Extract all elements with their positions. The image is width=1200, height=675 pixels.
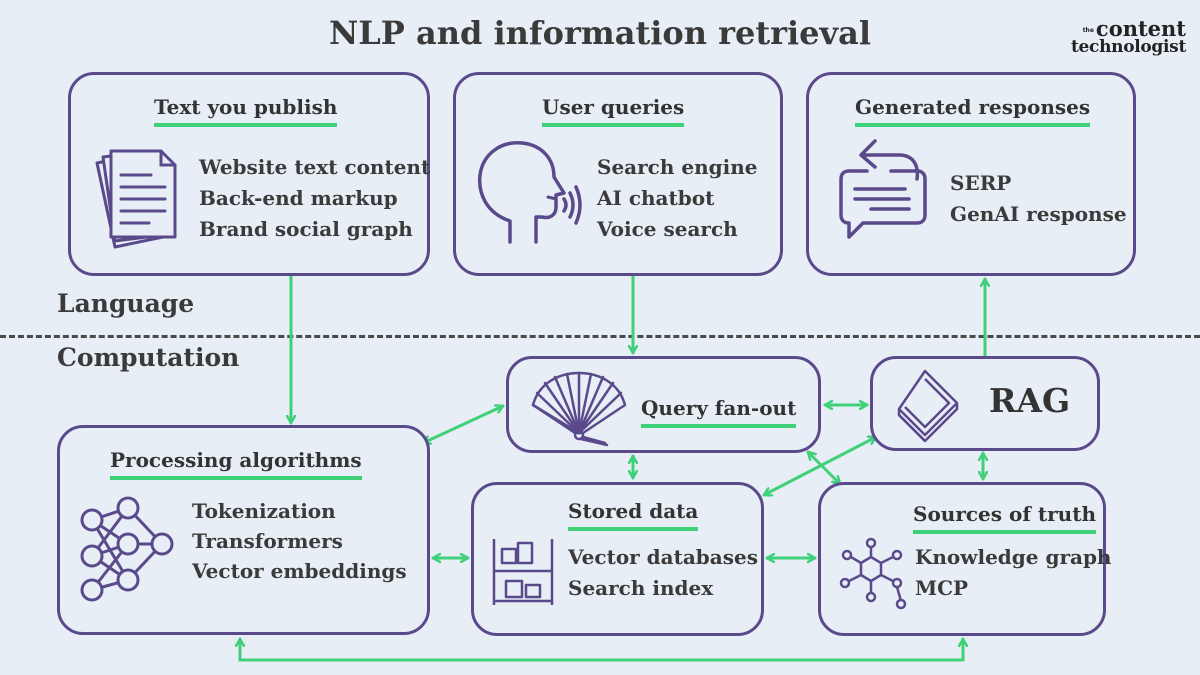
list-item: Brand social graph bbox=[199, 217, 413, 241]
layers-icon bbox=[897, 369, 959, 443]
hand-fan-icon bbox=[531, 371, 627, 447]
box-title-truth: Sources of truth bbox=[913, 502, 1096, 534]
list-item: GenAI response bbox=[950, 202, 1127, 226]
layer-divider bbox=[0, 335, 1200, 338]
box-generated-responses: Generated responses SERP GenAI response bbox=[806, 72, 1136, 276]
list-item: Vector embeddings bbox=[192, 559, 407, 583]
diagram-title: NLP and information retrieval bbox=[329, 14, 871, 52]
list-item: AI chatbot bbox=[597, 186, 715, 210]
box-sources-of-truth: Sources of truth Knowledge graph MCP bbox=[818, 482, 1111, 636]
box-query-fan-out: Query fan-out bbox=[506, 356, 821, 453]
list-item: Vector databases bbox=[568, 545, 758, 569]
logo-line-1: content bbox=[1095, 16, 1186, 41]
stored-items: Vector databases Search index bbox=[568, 542, 758, 604]
queries-items: Search engine AI chatbot Voice search bbox=[597, 152, 757, 245]
box-user-queries: User queries Search engine AI chatbot Vo… bbox=[453, 72, 783, 276]
speaking-head-icon bbox=[477, 141, 582, 244]
list-item: MCP bbox=[915, 576, 969, 600]
list-item: Search index bbox=[568, 576, 714, 600]
box-text-you-publish: Text you publish Website text content Ba… bbox=[68, 72, 430, 276]
box-title-queries: User queries bbox=[542, 95, 685, 127]
arrow-fanout-truth bbox=[806, 450, 842, 486]
list-item: Website text content bbox=[199, 155, 431, 179]
box-title-rag: RAG bbox=[989, 381, 1071, 420]
box-stored-data: Stored data Vector databases Search inde… bbox=[471, 482, 764, 636]
list-item: SERP bbox=[950, 171, 1012, 195]
molecule-graph-icon bbox=[839, 537, 907, 610]
warehouse-shelf-icon bbox=[492, 539, 554, 605]
list-item: Voice search bbox=[597, 217, 738, 241]
list-item: Tokenization bbox=[192, 499, 336, 523]
list-item: Knowledge graph bbox=[915, 545, 1112, 569]
layer-label-computation: Computation bbox=[57, 343, 240, 372]
documents-icon bbox=[95, 149, 177, 249]
list-item: Transformers bbox=[192, 529, 343, 553]
box-title-responses: Generated responses bbox=[855, 95, 1091, 127]
publish-items: Website text content Back-end markup Bra… bbox=[199, 152, 430, 245]
box-title-fanout: Query fan-out bbox=[641, 396, 797, 428]
box-title-publish: Text you publish bbox=[154, 95, 338, 127]
box-rag: RAG bbox=[870, 356, 1100, 451]
layer-label-language: Language bbox=[57, 289, 195, 318]
brand-logo: thecontent technologist bbox=[1071, 18, 1186, 56]
box-title-stored: Stored data bbox=[568, 499, 699, 531]
processing-items: Tokenization Transformers Vector embeddi… bbox=[192, 496, 407, 586]
arrow-processing-truth-loop bbox=[240, 637, 963, 662]
logo-tiny-word: the bbox=[1082, 26, 1094, 34]
list-item: Back-end markup bbox=[199, 186, 398, 210]
neural-network-icon bbox=[80, 496, 174, 602]
arrow-processing-fanout bbox=[421, 406, 505, 443]
box-title-processing: Processing algorithms bbox=[110, 448, 362, 480]
truth-items: Knowledge graph MCP bbox=[915, 542, 1111, 604]
box-processing-algorithms: Processing algorithms Tokenization Trans… bbox=[57, 425, 430, 635]
logo-line-2: technologist bbox=[1070, 37, 1186, 57]
list-item: Search engine bbox=[597, 155, 758, 179]
responses-items: SERP GenAI response bbox=[950, 168, 1127, 230]
chat-reply-icon bbox=[839, 139, 927, 239]
